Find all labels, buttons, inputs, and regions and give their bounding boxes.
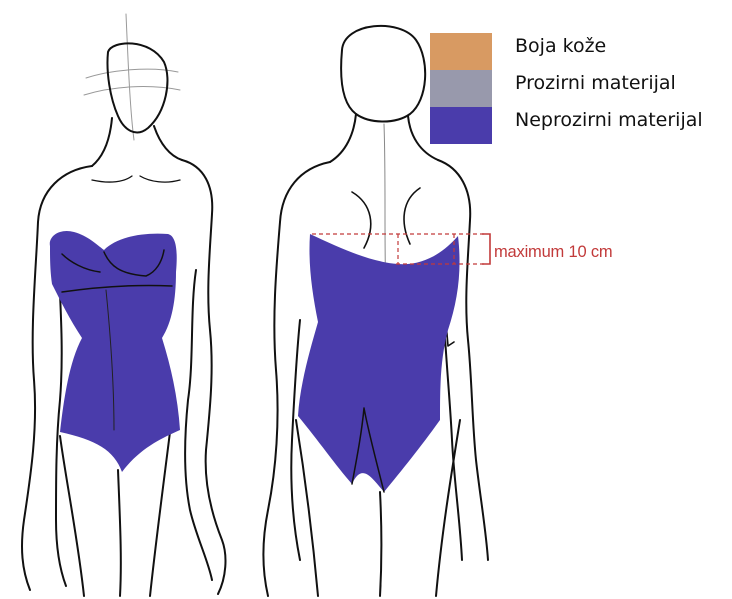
back-left-leg: [296, 420, 318, 596]
legend-label-skin: Boja kože: [515, 35, 606, 57]
back-right-arm-inner: [444, 320, 462, 560]
front-right-arm-outer: [182, 160, 225, 594]
front-head-guides: [84, 14, 180, 140]
back-shoulder-blade-right: [404, 188, 420, 244]
back-inner-leg: [380, 492, 382, 596]
back-right-leg: [436, 420, 460, 596]
legend-swatch-transparent: [430, 70, 492, 107]
back-bodysuit: [298, 234, 460, 492]
measure-bracket: [482, 234, 490, 264]
front-neck-right: [154, 126, 182, 160]
back-shoulder-blade-left: [352, 192, 371, 248]
front-inner-leg: [118, 470, 121, 596]
legend-label-transparent: Prozirni materijal: [515, 72, 676, 94]
back-neck-left: [330, 114, 356, 162]
legend-swatch-skin: [430, 33, 492, 70]
measurement-label: maximum 10 cm: [494, 243, 612, 262]
front-left-leg: [60, 436, 84, 596]
legend-swatch-opaque: [430, 107, 492, 144]
back-right-arm-outer: [438, 160, 488, 560]
front-collarbone: [92, 176, 180, 182]
back-head: [341, 26, 425, 122]
front-right-leg: [150, 432, 170, 596]
legend-label-opaque: Neprozirni materijal: [515, 109, 703, 131]
front-neck-left: [92, 118, 112, 166]
